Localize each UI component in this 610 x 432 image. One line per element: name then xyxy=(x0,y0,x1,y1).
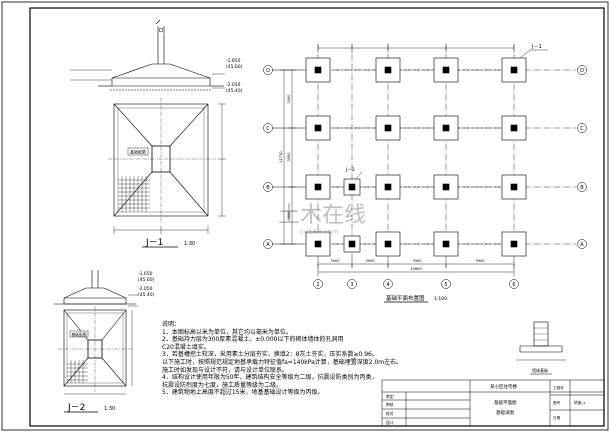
row-axis-b-right: B xyxy=(580,185,584,191)
note-line-9: 5．建筑物地上高度不超过15米，地基基础设计等级为丙级。 xyxy=(162,389,324,397)
j1-elev-1: -1.650 xyxy=(226,58,241,64)
row-axis-b: B xyxy=(266,185,270,191)
tb-row-2: 审核 xyxy=(386,402,394,407)
plan-row-axes xyxy=(263,65,304,249)
watermark: 土木在线 co188.com xyxy=(278,203,366,236)
plan-footing-label-j1: J－1 xyxy=(531,44,542,50)
j1-elevation xyxy=(70,26,224,91)
tb-row-4: 设计 xyxy=(386,420,394,425)
j2-title: J－2 xyxy=(67,403,85,413)
note-line-7: 4．结构设计使用年限为50年，建筑结构安全等级为二级，抗震设防类别为丙类， xyxy=(162,374,378,382)
col-axis-4: 4 xyxy=(386,282,389,288)
design-notes: 说明： 1．本图标高以米为单位，其它均以毫米为单位。 2．基础持力层为300厚素… xyxy=(162,321,403,397)
plan-col-axes xyxy=(313,279,519,289)
plan-scale: 1:100 xyxy=(434,296,447,302)
overall-height: 11710 xyxy=(279,151,283,162)
note-line-3: C20混凝土填实。 xyxy=(162,343,210,351)
j1-elev-1-sub: (45.60) xyxy=(226,64,243,70)
j1-scale: 1:30 xyxy=(184,241,195,247)
note-line-8: 抗震设防烈度为七度，施工质量等级为二级。 xyxy=(162,381,283,389)
plan-bottom-dims xyxy=(317,260,515,276)
bottom-dim-1: 3900 xyxy=(331,259,340,263)
j2-elev-1: -1.650 xyxy=(138,271,153,277)
left-dim-3: 3000 xyxy=(287,211,291,220)
plan-footings xyxy=(305,57,527,257)
row-axis-a-right: A xyxy=(580,242,584,248)
row-axis-c: C xyxy=(266,126,270,132)
j2-scale: 1:30 xyxy=(104,406,115,412)
left-dim-2: 3000 xyxy=(287,153,291,162)
watermark-text: 土木在线 xyxy=(278,203,366,228)
note-line-5: 以下施工时，按照规范规定地基承载力特征值fa=140kPa计算，基础埋置深度2.… xyxy=(162,358,403,366)
col-axis-6: 6 xyxy=(512,282,515,288)
plan-left-dims xyxy=(280,69,296,245)
row-axis-d-right: D xyxy=(580,68,584,74)
j1-elev-2-sub: (45.40) xyxy=(226,88,243,94)
note-line-4: 3．若基槽挖土较深，采用素土分层夯实，换填2：8灰土夯实，压实系数≥0.96。 xyxy=(162,351,378,359)
plan-row-axes-right xyxy=(577,65,587,249)
bottom-dim-2: 3900 xyxy=(366,259,375,263)
tb-right-1: 工程号 xyxy=(553,385,564,390)
j2-elev-1-sub: (45.60) xyxy=(138,277,155,283)
wall-section-detail xyxy=(516,321,566,361)
note-line-6: 施工时如发现与设计不符，请与设计单位联系。 xyxy=(162,366,289,374)
tb-drawing-sub: 基础详图 xyxy=(496,409,514,416)
watermark-url: co188.com xyxy=(300,228,339,236)
sheet-inner-border xyxy=(29,7,605,427)
wall-section-label: 墙体基础 xyxy=(532,367,548,373)
plan-footing-label-j2: J－2 xyxy=(345,167,355,173)
j2-elev-2: -2.050 xyxy=(138,286,153,292)
tb-drawing-name: 基础平面图 xyxy=(494,399,517,406)
bottom-dim-4: 3900 xyxy=(476,259,485,263)
j2-hatch-label: 基础配筋 xyxy=(72,332,87,337)
col-axis-3: 3 xyxy=(350,282,353,288)
tb-drawing-no: 结施-1 xyxy=(574,400,586,405)
j1-plan xyxy=(108,98,226,234)
j2-elev-2-sub: (45.40) xyxy=(138,292,155,298)
j1-hatch-label: 基础配筋 xyxy=(130,149,146,155)
j1-title: J－1 xyxy=(145,238,163,248)
tb-project: 某小区住宅楼 xyxy=(490,383,517,390)
note-line-1: 1．本图标高以米为单位，其它均以毫米为单位。 xyxy=(162,328,292,336)
row-axis-d: D xyxy=(266,68,270,74)
title-block xyxy=(381,379,605,427)
tb-right-3: 日期 xyxy=(553,415,561,420)
left-dim-1: 3000 xyxy=(287,95,291,104)
tb-right-2: 图号 xyxy=(553,400,561,405)
j2-rebar-grid xyxy=(67,360,88,383)
col-axis-2: 2 xyxy=(316,282,319,288)
overall-width: 15600 xyxy=(410,267,421,271)
row-axis-c-right: C xyxy=(580,126,584,132)
row-axis-a: A xyxy=(266,242,270,248)
col-axis-5: 5 xyxy=(444,282,447,288)
j1-elev-2: -2.050 xyxy=(226,82,241,88)
notes-heading: 说明： xyxy=(162,321,181,328)
j2-elevation xyxy=(54,270,136,305)
j1-rebar-grid xyxy=(118,176,150,212)
plan-title: 基础平面布置图 xyxy=(386,294,425,302)
note-line-2: 2．基础持力层为300厚素混凝土，±0.000以下的砌体墙体的孔洞用 xyxy=(162,336,344,344)
bottom-dim-3: 3900 xyxy=(413,259,422,263)
tb-row-1: 审定 xyxy=(386,394,394,399)
tb-row-3: 校对 xyxy=(386,411,394,416)
plan-top-dims xyxy=(317,44,515,52)
